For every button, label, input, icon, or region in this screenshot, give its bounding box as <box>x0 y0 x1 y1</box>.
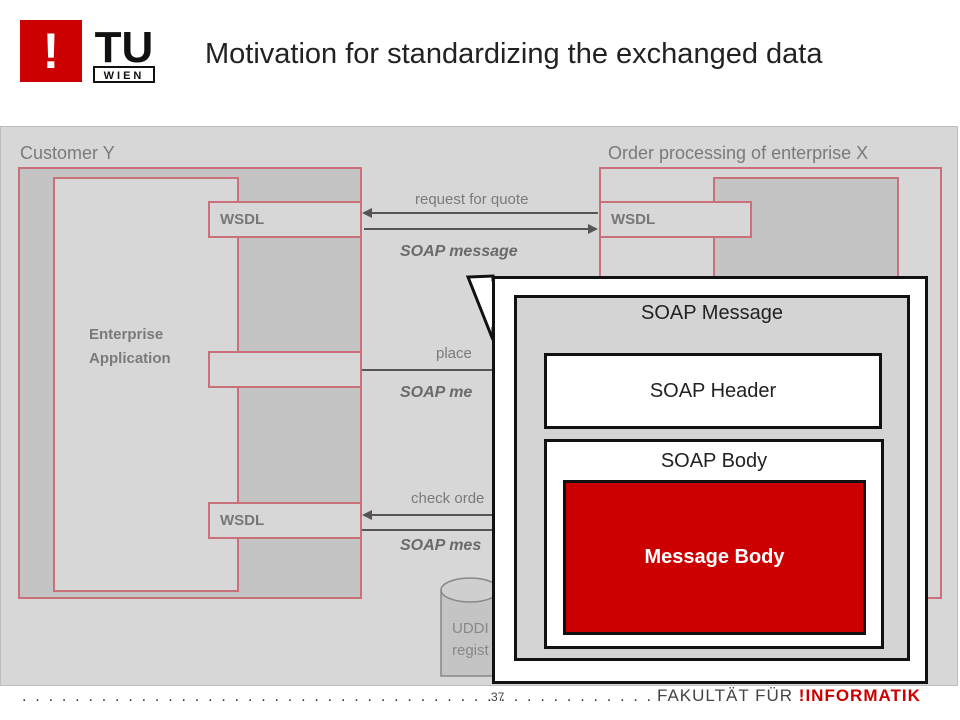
uddi-registry-label: UDDI regist <box>452 618 489 662</box>
soap-body-title: SOAP Body <box>660 450 768 472</box>
uddi-registry-cylinder <box>440 577 500 677</box>
logo-wien-text: WIEN <box>104 70 145 82</box>
soap-header-label: SOAP Header <box>649 379 777 402</box>
app-label-line1: Enterprise <box>89 326 164 343</box>
enterprise-application-label: Enterprise Application <box>89 323 171 371</box>
wsdl-port-customer-3: WSDL <box>208 502 362 539</box>
enterprise-label: Order processing of enterprise X <box>608 143 869 163</box>
customer-label: Customer Y <box>20 143 115 163</box>
wsdl-label: WSDL <box>611 211 656 228</box>
app-label-line2: Application <box>89 350 171 367</box>
soap-message-title: SOAP Message <box>641 302 783 324</box>
tu-wien-logo: TU WIEN <box>92 20 156 84</box>
page-number: 37 <box>491 690 505 704</box>
wsdl-label: WSDL <box>220 211 265 228</box>
soap-message-label-1: SOAP message <box>400 243 518 260</box>
wsdl-label: WSDL <box>220 512 265 529</box>
faculty-footer: FAKULTÄT FÜR !INFORMATIK <box>657 686 921 706</box>
wsdl-port-enterprise-1: WSDL <box>599 201 752 238</box>
logo-exclamation-mark: ! <box>20 20 82 82</box>
soap-message-label-3: SOAP mes <box>400 537 482 554</box>
message-check-order: check orde <box>411 490 485 507</box>
port-customer-2 <box>208 351 362 388</box>
slide-title: Motivation for standardizing the exchang… <box>205 38 823 70</box>
wsdl-port-customer-1: WSDL <box>208 201 362 238</box>
message-place-order: place <box>436 345 472 362</box>
footer-dotted-line: . . . . . . . . . . . . . . . . . . . . … <box>22 688 654 705</box>
faculty-prefix: FAKULTÄT FÜR <box>657 686 799 705</box>
uddi-line-2: regist <box>452 642 489 659</box>
faculty-informatik: !INFORMATIK <box>798 686 921 705</box>
logo-tu-text: TU <box>95 23 154 72</box>
soap-header-box: SOAP Header <box>544 353 882 429</box>
message-body-box: Message Body <box>563 480 866 635</box>
uddi-line-1: UDDI <box>452 620 489 637</box>
soap-message-label-2: SOAP me <box>400 384 473 401</box>
message-body-label: Message Body <box>644 546 785 568</box>
message-request-for-quote: request for quote <box>415 191 529 208</box>
